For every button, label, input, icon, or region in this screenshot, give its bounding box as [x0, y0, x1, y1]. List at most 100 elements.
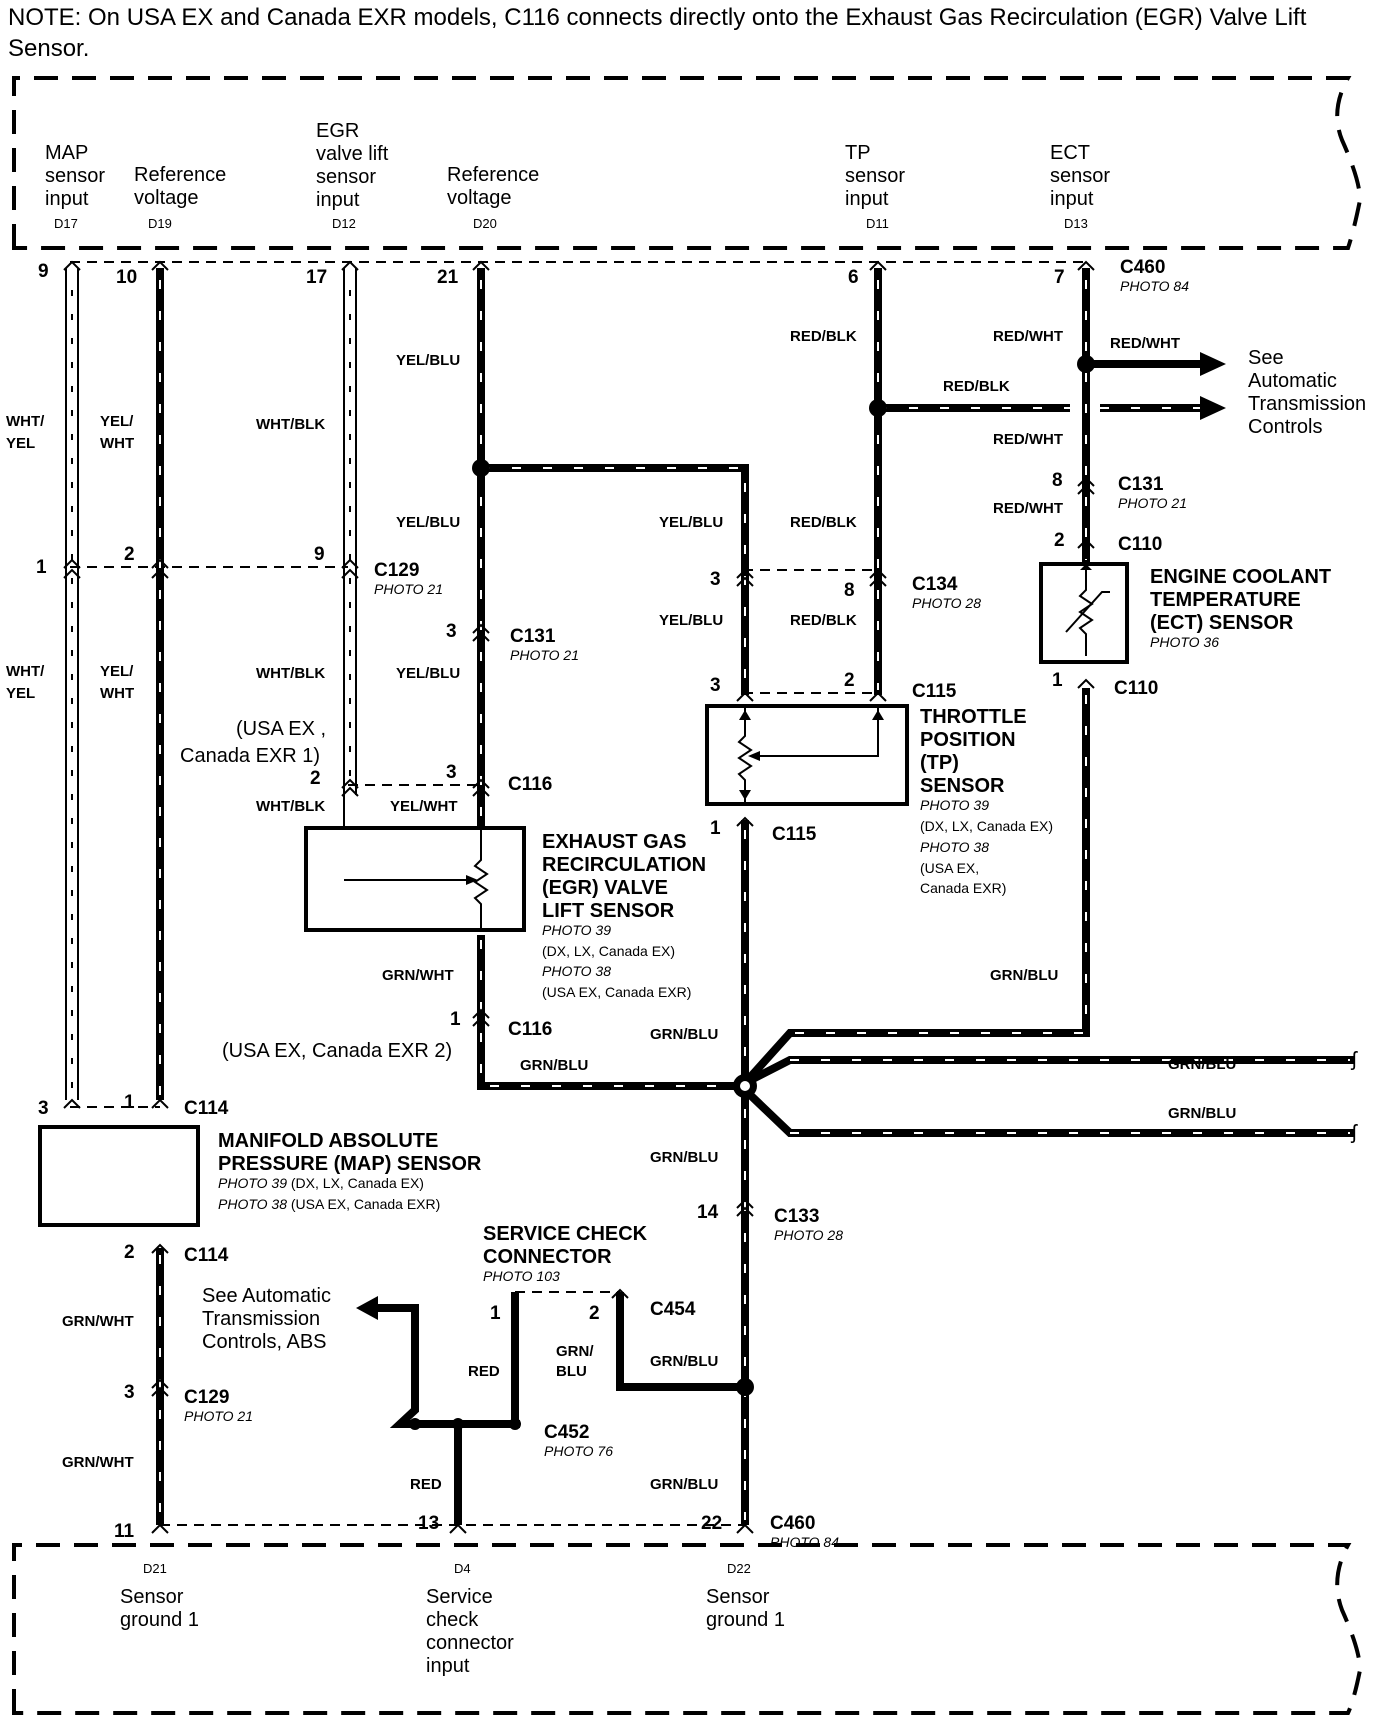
svg-text:WHT: WHT: [100, 435, 134, 452]
svg-text:YEL: YEL: [6, 685, 35, 702]
svg-text:(TP): (TP): [920, 752, 959, 774]
svg-text:RED/BLK: RED/BLK: [790, 514, 857, 531]
svg-text:RED/WHT: RED/WHT: [993, 500, 1063, 517]
svg-text:connector: connector: [426, 1632, 514, 1654]
svg-text:PRESSURE (MAP) SENSOR: PRESSURE (MAP) SENSOR: [218, 1153, 482, 1175]
svg-text:C114: C114: [184, 1098, 229, 1119]
svg-text:See Automatic: See Automatic: [202, 1285, 331, 1307]
svg-text:(USA EX,: (USA EX,: [920, 860, 979, 876]
svg-text:Canada EXR 1): Canada EXR 1): [180, 745, 320, 767]
svg-text:GRN/BLU: GRN/BLU: [520, 1057, 588, 1074]
svg-text:3: 3: [446, 621, 457, 642]
svg-text:PHOTO 21: PHOTO 21: [1118, 495, 1187, 511]
svg-text:GRN/BLU: GRN/BLU: [1168, 1056, 1236, 1073]
wire-end-2: ʃ: [1350, 1122, 1358, 1144]
svg-text:TP: TP: [845, 142, 871, 164]
svg-text:Canada EXR): Canada EXR): [920, 880, 1006, 896]
svg-text:RED/BLK: RED/BLK: [790, 612, 857, 629]
model-notes: (USA EX , Canada EXR 1) (USA EX, Canada …: [180, 347, 1366, 1353]
svg-text:CONNECTOR: CONNECTOR: [483, 1246, 612, 1268]
svg-text:2: 2: [844, 670, 855, 691]
svg-text:1: 1: [450, 1009, 461, 1030]
component-labels: EXHAUST GAS RECIRCULATION (EGR) VALVE LI…: [218, 566, 1331, 1284]
svg-text:YEL/: YEL/: [100, 413, 134, 430]
svg-text:PHOTO 21: PHOTO 21: [184, 1408, 253, 1424]
svg-text:D13: D13: [1064, 216, 1088, 231]
svg-text:GRN/BLU: GRN/BLU: [650, 1026, 718, 1043]
svg-text:WHT/BLK: WHT/BLK: [256, 665, 325, 682]
egr-valve-lift-sensor: [304, 826, 526, 932]
svg-text:21: 21: [437, 267, 459, 288]
svg-text:WHT/: WHT/: [6, 413, 45, 430]
wire-dashes: [159, 280, 1350, 1520]
svg-text:GRN/BLU: GRN/BLU: [650, 1149, 718, 1166]
connector-labels: C460 PHOTO 84 C129 PHOTO 21 C131 PHOTO 2…: [184, 257, 1189, 1550]
svg-text:sensor: sensor: [1050, 165, 1110, 187]
svg-text:(ECT) SENSOR: (ECT) SENSOR: [1150, 612, 1294, 634]
svg-text:C110: C110: [1114, 678, 1158, 699]
map-sensor-wire: [65, 268, 79, 1100]
svg-text:RED/BLK: RED/BLK: [790, 328, 857, 345]
svg-text:TEMPERATURE: TEMPERATURE: [1150, 589, 1301, 611]
svg-text:PHOTO 84: PHOTO 84: [770, 1534, 839, 1550]
svg-text:PHOTO 39: PHOTO 39: [920, 797, 989, 813]
svg-text:YEL/BLU: YEL/BLU: [659, 612, 723, 629]
svg-text:8: 8: [844, 580, 855, 601]
svg-text:EXHAUST GAS: EXHAUST GAS: [542, 831, 686, 853]
svg-text:GRN/BLU: GRN/BLU: [650, 1353, 718, 1370]
svg-text:C129: C129: [184, 1387, 229, 1408]
svg-text:(DX, LX, Canada EX): (DX, LX, Canada EX): [542, 943, 675, 959]
svg-text:Transmission: Transmission: [202, 1308, 320, 1330]
svg-text:D22: D22: [727, 1561, 751, 1576]
svg-text:See: See: [1248, 347, 1284, 369]
svg-text:C131: C131: [1118, 474, 1164, 495]
svg-text:GRN/BLU: GRN/BLU: [650, 1476, 718, 1493]
svg-text:(EGR) VALVE: (EGR) VALVE: [542, 877, 668, 899]
svg-text:Sensor: Sensor: [120, 1586, 184, 1608]
wire-end-1: ʃ: [1350, 1049, 1358, 1071]
svg-text:Automatic: Automatic: [1248, 370, 1337, 392]
pin-numbers: 9 10 17 21 6 7 1 2 9 3 3 2 1 3 8 3 2 1 8…: [36, 261, 1065, 1542]
svg-text:C115: C115: [912, 681, 957, 702]
svg-text:D11: D11: [866, 216, 889, 231]
svg-text:ENGINE COOLANT: ENGINE COOLANT: [1150, 566, 1331, 588]
svg-text:GRN/WHT: GRN/WHT: [62, 1313, 134, 1330]
svg-text:3: 3: [124, 1382, 135, 1403]
svg-text:1: 1: [36, 557, 47, 578]
svg-text:RED/WHT: RED/WHT: [993, 328, 1063, 345]
svg-text:D12: D12: [332, 216, 356, 231]
ecm-bottom-labels: D21 Sensor ground 1 D4 Service check con…: [120, 1561, 785, 1677]
svg-text:C116: C116: [508, 1019, 552, 1040]
svg-text:RED/WHT: RED/WHT: [1110, 335, 1180, 352]
svg-text:LIFT SENSOR: LIFT SENSOR: [542, 900, 675, 922]
wire-color-labels: WHT/ YEL YEL/ WHT WHT/ YEL YEL/ WHT WHT/…: [6, 328, 1236, 1493]
svg-text:C114: C114: [184, 1245, 229, 1266]
svg-text:(USA EX ,: (USA EX ,: [236, 718, 326, 740]
ecm-top-box: [12, 76, 1363, 250]
svg-text:check: check: [426, 1609, 479, 1631]
svg-text:Sensor: Sensor: [706, 1586, 770, 1608]
svg-text:BLU: BLU: [556, 1363, 587, 1380]
svg-text:Reference: Reference: [447, 164, 539, 186]
svg-text:8: 8: [1052, 470, 1063, 491]
svg-text:C452: C452: [544, 1422, 589, 1443]
svg-text:GRN/WHT: GRN/WHT: [62, 1454, 134, 1471]
svg-text:10: 10: [116, 267, 137, 288]
arrow-see-at-2: [1200, 396, 1226, 420]
svg-text:2: 2: [1054, 530, 1065, 551]
svg-text:D17: D17: [54, 216, 78, 231]
svg-text:YEL/BLU: YEL/BLU: [396, 352, 460, 369]
svg-text:11: 11: [114, 1521, 135, 1542]
svg-text:22: 22: [701, 1513, 722, 1534]
svg-text:D19: D19: [148, 216, 172, 231]
svg-text:C460: C460: [1120, 257, 1165, 278]
svg-text:YEL/BLU: YEL/BLU: [659, 514, 723, 531]
svg-text:2: 2: [310, 768, 321, 789]
svg-text:THROTTLE: THROTTLE: [920, 706, 1027, 728]
svg-text:WHT/BLK: WHT/BLK: [256, 798, 325, 815]
svg-text:voltage: voltage: [134, 187, 199, 209]
svg-text:2: 2: [124, 544, 135, 565]
svg-text:RED/BLK: RED/BLK: [943, 378, 1010, 395]
svg-text:YEL/BLU: YEL/BLU: [396, 514, 460, 531]
